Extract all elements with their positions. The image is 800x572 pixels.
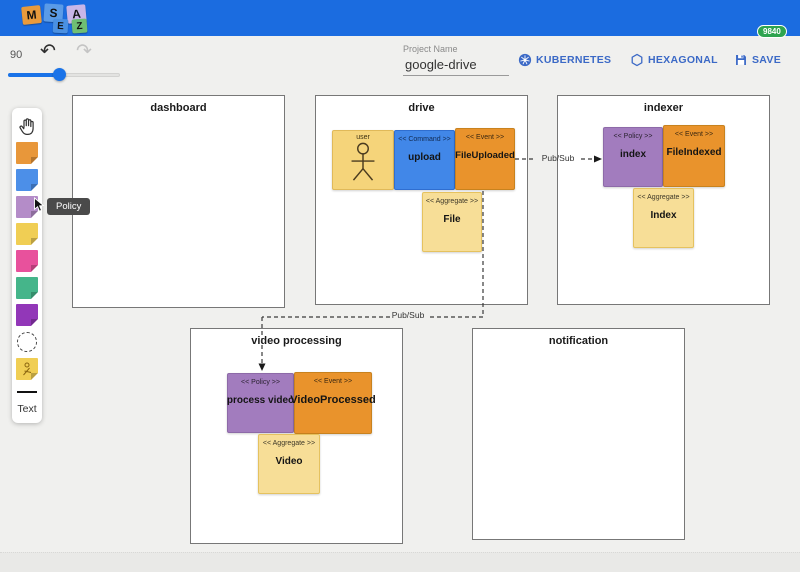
hexagon-icon	[631, 53, 643, 67]
palette-sticky-command[interactable]	[16, 169, 38, 191]
card-stereotype: << Event >>	[465, 134, 505, 141]
card-stereotype: << Policy >>	[241, 379, 280, 386]
msaez-logo[interactable]: M S A E Z	[21, 2, 112, 35]
logo-tile-m: M	[21, 5, 42, 25]
pubsub-label[interactable]: Pub/Sub	[391, 310, 425, 320]
logo-tile-z: Z	[71, 18, 88, 34]
card-stereotype: << Aggregate >>	[425, 198, 479, 205]
card-name: process video	[226, 395, 295, 406]
card-stereotype: << Policy >>	[613, 133, 653, 140]
line-tool[interactable]	[17, 391, 37, 393]
bounded-context-dashboard[interactable]: dashboard	[72, 95, 285, 308]
redo-button[interactable]: ↷	[76, 41, 92, 62]
card-stereotype: << Aggregate >>	[637, 194, 690, 201]
aggregate-card-index[interactable]: << Aggregate >> Index	[633, 188, 694, 248]
card-stereotype: << Event >>	[313, 378, 353, 385]
tool-palette: Text	[12, 108, 42, 423]
user-score-badge[interactable]: 9840	[757, 25, 787, 38]
bottom-strip	[0, 552, 800, 572]
bounded-context-notification[interactable]: notification	[472, 328, 685, 540]
palette-sticky-aggregate[interactable]	[16, 223, 38, 245]
kubernetes-button[interactable]: KUBERNETES	[518, 53, 611, 67]
card-name: File	[443, 214, 461, 225]
app-header: M S A E Z	[0, 0, 800, 36]
mouse-cursor-icon	[34, 197, 45, 212]
dashed-circle-icon	[17, 332, 37, 352]
stick-figure-icon	[351, 142, 375, 181]
context-title: video processing	[251, 335, 342, 347]
pubsub-label[interactable]: Pub/Sub	[541, 153, 575, 163]
palette-sticky-event[interactable]	[16, 142, 38, 164]
card-name: Index	[650, 210, 677, 221]
kubernetes-button-label: KUBERNETES	[536, 54, 612, 66]
actor-label: user	[356, 134, 370, 141]
palette-sticky-dark-purple[interactable]	[16, 304, 38, 326]
event-card-fileindexed[interactable]: << Event >> FileIndexed	[663, 125, 725, 187]
card-name: upload	[408, 152, 441, 163]
hexagonal-button[interactable]: HEXAGONAL	[630, 53, 718, 67]
card-name: FileUploaded	[455, 150, 515, 161]
save-button[interactable]: SAVE	[734, 53, 781, 67]
card-name: VideoProcessed	[290, 394, 376, 406]
card-name: FileIndexed	[666, 147, 722, 158]
event-card-fileuploaded[interactable]: << Event >> FileUploaded	[455, 128, 515, 190]
policy-card-index[interactable]: << Policy >> index	[603, 127, 663, 187]
zoom-level-value: 90	[10, 49, 23, 61]
canvas[interactable]: dashboard drive indexer video processing…	[0, 36, 800, 552]
card-name: index	[619, 149, 647, 160]
card-stereotype: << Command >>	[398, 136, 451, 143]
command-card-upload[interactable]: << Command >> upload	[394, 130, 455, 190]
aggregate-card-video[interactable]: << Aggregate >> Video	[258, 434, 320, 494]
project-name-input[interactable]	[403, 56, 509, 76]
dashed-circle-tool[interactable]	[16, 331, 38, 353]
kubernetes-icon	[518, 53, 532, 67]
zoom-slider-fill	[8, 73, 59, 77]
policy-card-process-video[interactable]: << Policy >> process video	[227, 373, 294, 433]
event-card-videoprocessed[interactable]: << Event >> VideoProcessed	[290, 372, 376, 434]
context-title: notification	[548, 335, 609, 347]
palette-sticky-pink[interactable]	[16, 250, 38, 272]
save-button-label: SAVE	[752, 54, 782, 66]
palette-sticky-policy[interactable]	[16, 196, 38, 218]
hexagonal-button-label: HEXAGONAL	[648, 54, 718, 66]
issue-sticky-tool[interactable]	[16, 358, 38, 380]
card-stereotype: << Event >>	[674, 131, 714, 138]
logo-tile-e: E	[52, 18, 69, 34]
actor-card-user[interactable]: user	[332, 130, 394, 190]
project-name-field: Project Name	[403, 44, 509, 76]
project-name-label: Project Name	[403, 44, 458, 54]
zoom-slider-thumb[interactable]	[53, 68, 66, 81]
palette-sticky-green[interactable]	[16, 277, 38, 299]
context-title: drive	[408, 102, 435, 114]
text-tool[interactable]: Text	[17, 403, 37, 415]
aggregate-card-file[interactable]: << Aggregate >> File	[422, 192, 482, 252]
card-name: Video	[275, 456, 303, 467]
issue-doodle-icon	[21, 362, 34, 377]
save-icon	[736, 55, 746, 65]
card-stereotype: << Aggregate >>	[262, 440, 316, 447]
zoom-slider[interactable]	[8, 68, 120, 81]
context-title: indexer	[643, 102, 684, 114]
hand-icon	[18, 117, 34, 135]
policy-tooltip: Policy	[47, 198, 91, 215]
pan-tool[interactable]	[16, 115, 38, 137]
undo-button[interactable]: ↶	[40, 41, 56, 62]
context-title: dashboard	[150, 102, 207, 114]
